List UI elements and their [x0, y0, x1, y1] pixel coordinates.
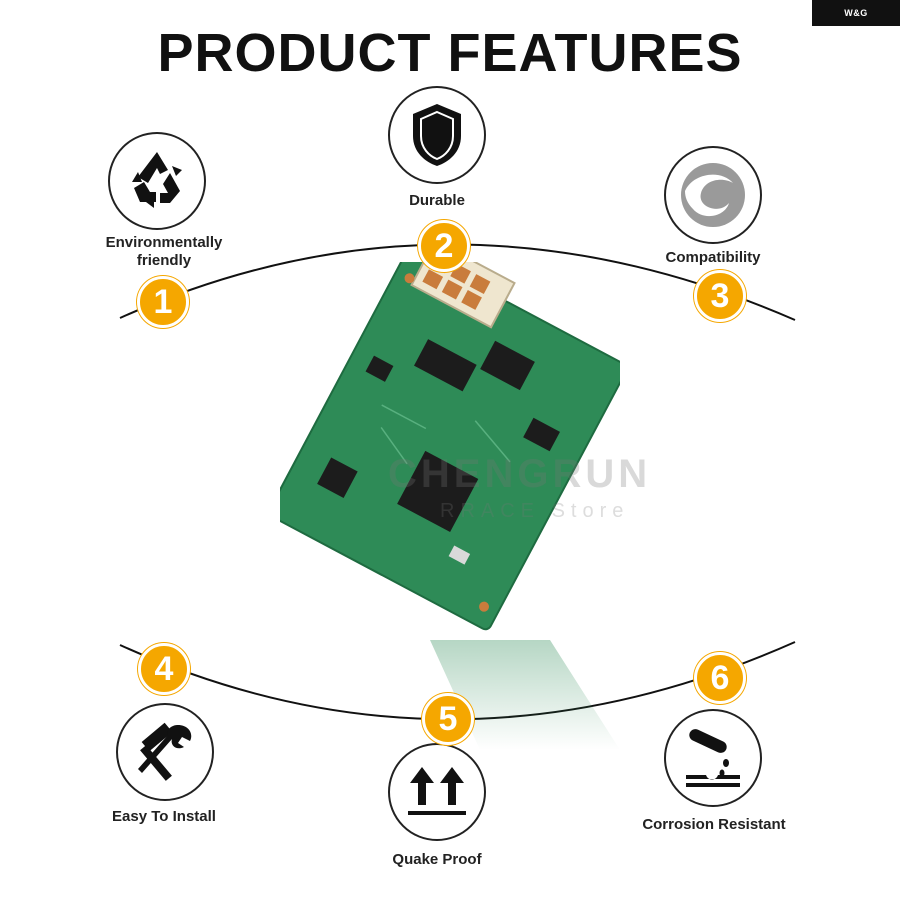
feature-1-icon-circle: [108, 132, 206, 230]
feature-6-number: 6: [694, 652, 746, 704]
test-tube-icon: [686, 729, 740, 787]
watermark-subtext: RRACE Store: [440, 500, 630, 522]
feature-3-number: 3: [694, 270, 746, 322]
feature-6-label: Corrosion Resistant: [642, 816, 786, 833]
feature-6-icon-circle: [664, 709, 762, 807]
feature-4-label: Easy To Install: [112, 808, 216, 825]
feature-5-label: Quake Proof: [392, 851, 482, 868]
feature-3-icon-circle: [664, 146, 762, 244]
feature-5-icon-circle: [388, 743, 486, 841]
brand-badge: W&G: [812, 0, 900, 26]
recycle-icon: [132, 152, 182, 208]
feature-3-label: Compatibility: [665, 249, 761, 266]
feature-4-icon-circle: [116, 703, 214, 801]
page-title: PRODUCT FEATURES: [157, 23, 743, 83]
shield-icon: [413, 104, 461, 166]
swirl-icon: [681, 163, 745, 227]
feature-1-label: Environmentally friendly: [105, 234, 223, 269]
tools-icon: [138, 722, 192, 781]
feature-5-number: 5: [422, 693, 474, 745]
feature-2-icon-circle: [388, 86, 486, 184]
feature-4-number: 4: [138, 643, 190, 695]
feature-1-number: 1: [137, 276, 189, 328]
pcb-board-image: [280, 262, 620, 631]
feature-2-label: Durable: [409, 192, 465, 209]
arrows-up-icon: [408, 767, 466, 815]
feature-2-number: 2: [418, 220, 470, 272]
watermark-text: CHENGRUN: [388, 452, 652, 496]
pcb-reflection: [430, 640, 620, 750]
